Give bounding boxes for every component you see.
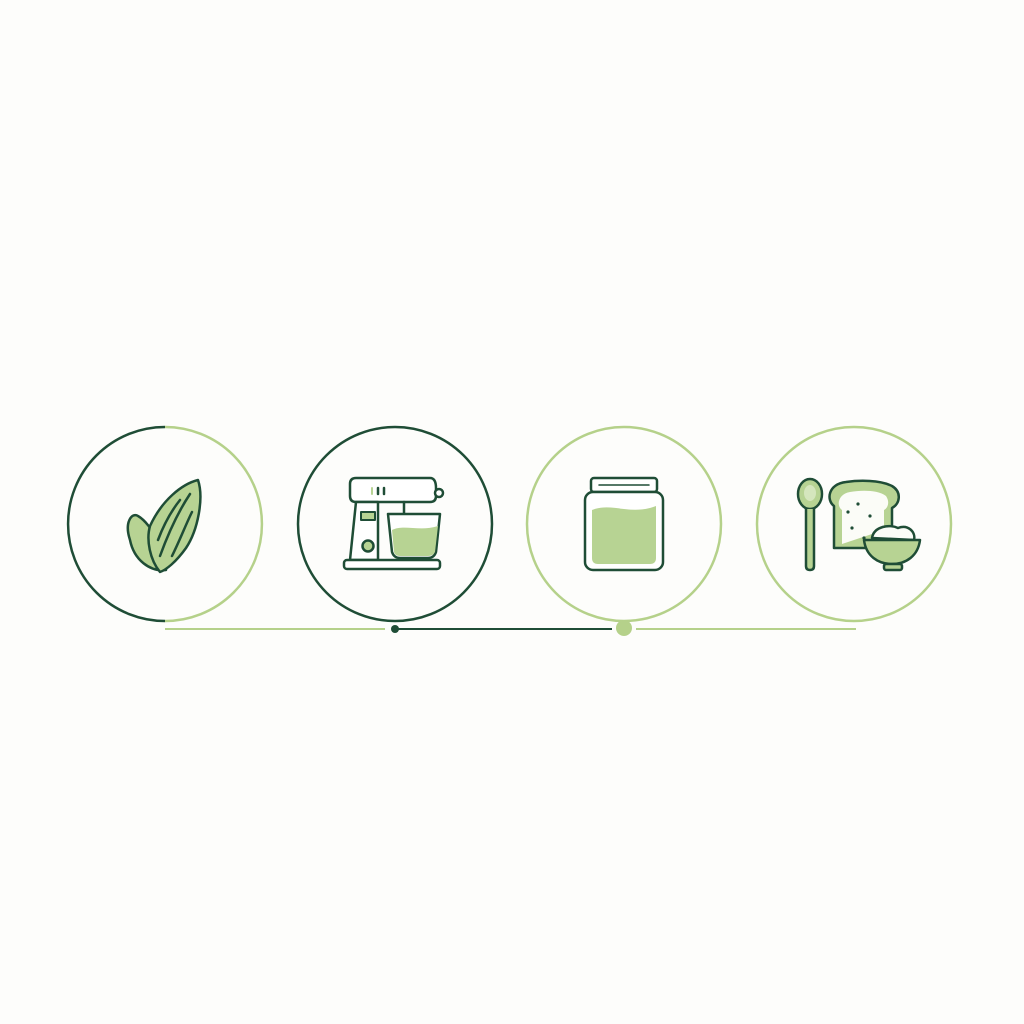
timeline <box>165 620 856 636</box>
step-2-ring <box>296 425 494 623</box>
step-4-ring <box>755 425 953 623</box>
step-2-mixer <box>296 425 494 623</box>
timeline-node-dark <box>391 625 399 633</box>
step-1-ring-light-half <box>164 425 264 623</box>
timeline-node-light <box>616 620 632 636</box>
step-1-almond <box>66 425 264 623</box>
stand-mixer-icon <box>342 476 445 571</box>
step-1-ring-dark-half <box>66 425 166 623</box>
step-4-serving <box>755 425 953 623</box>
spoon-toast-bowl-icon <box>796 477 922 572</box>
almond-icon <box>126 478 202 574</box>
step-3-jar <box>525 425 723 623</box>
jar-icon <box>583 476 665 572</box>
